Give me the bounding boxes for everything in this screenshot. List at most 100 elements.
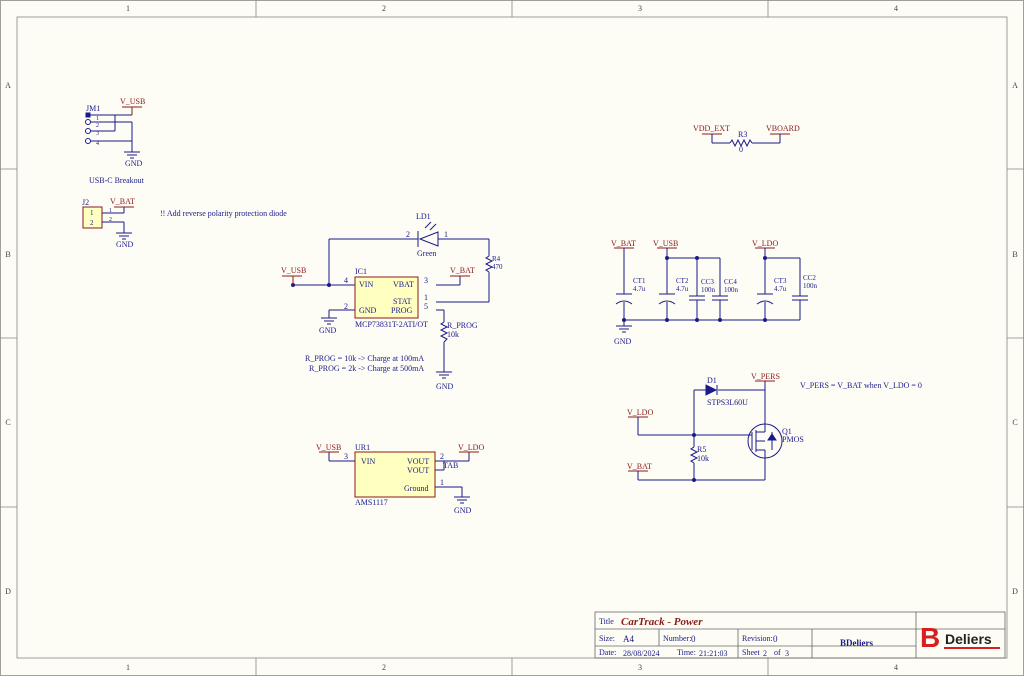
prog-notes: R_PROG = 10k -> Charge at 100mA R_PROG =… (305, 354, 424, 373)
pmos-icon (747, 423, 783, 459)
pers-vldo-label: V_LDO (627, 408, 653, 417)
total-value: 3 (785, 649, 789, 658)
ct2-value: 4.7u (676, 285, 689, 293)
ur1-vusb-label: V_USB (316, 443, 341, 452)
ic1-gnd-label2: GND (319, 326, 337, 335)
col-label-top: 4 (894, 4, 898, 13)
prog-note-2: R_PROG = 2k -> Charge at 500mA (309, 364, 424, 373)
sheet-title: CarTrack - Power (621, 616, 703, 628)
resistor-icon (484, 255, 494, 273)
j2-pin: 2 (109, 217, 112, 223)
resistor-icon (689, 446, 699, 464)
persistence-switch: V_PERS V_LDO V_BAT (627, 372, 804, 482)
ur1-pin-vout: VOUT (407, 466, 429, 475)
ct1-value: 4.7u (633, 285, 646, 293)
ic1-charger: V_USB V_BAT GND GND IC1 VIN VBAT STAT GN… (281, 212, 503, 391)
r3-bridge: VDD_EXT VBOARD R3 0 (693, 124, 800, 154)
j2-vbat-label: V_BAT (110, 197, 135, 206)
jm1-vusb-label: V_USB (120, 97, 145, 106)
ic1-ref: IC1 (355, 267, 367, 276)
ic1-part: MCP73831T-2ATI/OT (355, 320, 428, 329)
ur1-regulator: V_USB V_LDO UR1 VIN VOUT VOUT Ground AMS… (316, 443, 484, 515)
row-label-right: C (1012, 418, 1017, 427)
row-label-right: D (1012, 587, 1018, 596)
cc3-value: 100n (701, 286, 716, 294)
ur1-pin-num: 1 (440, 478, 444, 487)
jm1-pin: 2 (96, 123, 99, 129)
col-label-top: 2 (382, 4, 386, 13)
row-label-right: A (1012, 81, 1018, 90)
resistor-icon (729, 138, 753, 148)
r4-value: 470 (492, 263, 503, 271)
cc2-value: 100n (803, 282, 818, 290)
j2-gnd-label: GND (116, 240, 134, 249)
ur1-ref: UR1 (355, 443, 370, 452)
ic1-pin-vin: VIN (359, 280, 373, 289)
col-label-bottom: 4 (894, 663, 898, 672)
vdd-ext-label: VDD_EXT (693, 124, 730, 133)
pers-vpers-label: V_PERS (751, 372, 780, 381)
ct3-value: 4.7u (774, 285, 787, 293)
title-label: Title (599, 617, 614, 626)
ur1-pin-vout: VOUT (407, 457, 429, 466)
number-label: Number: (663, 634, 691, 643)
ld1-pin: 2 (406, 230, 410, 239)
col-label-bottom: 2 (382, 663, 386, 672)
cc4-value: 100n (724, 286, 739, 294)
jm1-pin: 4 (96, 141, 99, 147)
row-label-right: B (1012, 250, 1017, 259)
q1-ref: Q1 (782, 427, 792, 436)
d1-ref: D1 (707, 376, 717, 385)
size-label: Size: (599, 634, 615, 643)
j2-ref: J2 (82, 198, 89, 207)
ur1-gnd-label: GND (454, 506, 472, 515)
size-value: A4 (623, 634, 634, 644)
logo-text: Deliers (945, 631, 992, 647)
date-label: Date: (599, 648, 616, 657)
row-label-left: C (5, 418, 10, 427)
ur1-vldo-label: V_LDO (458, 443, 484, 452)
ic1-pin-num: 4 (344, 276, 348, 285)
reverse-polarity-note: !! Add reverse polarity protection diode (160, 209, 287, 218)
ur1-pin-num: TAB (443, 461, 458, 470)
col-label-bottom: 1 (126, 663, 130, 672)
j2-pin: 2 (90, 219, 94, 227)
resistor-icon (439, 321, 449, 343)
ur1-pin-vin: VIN (361, 457, 375, 466)
cc3-ref: CC3 (701, 278, 714, 286)
r4-ref: R4 (492, 255, 501, 263)
frame-labels: 1 2 3 4 1 2 3 4 A B C D A B C D (5, 4, 1018, 672)
ic1-pin-num: 5 (424, 302, 428, 311)
jm1-pin: 1 (96, 116, 99, 122)
prog-note-1: R_PROG = 10k -> Charge at 100mA (305, 354, 424, 363)
ic1-pin-gnd: GND (359, 306, 377, 315)
q1-value: PMOS (782, 435, 804, 444)
cap-vbat-label: V_BAT (611, 239, 636, 248)
title-block: Title Size: Number: Revision: Date: Time… (594, 611, 1006, 659)
capacitor-bank: V_BAT V_USB V_LDO (611, 239, 818, 346)
sheet-value: 2 (763, 649, 767, 658)
rprog-ref: R_PROG (447, 321, 478, 330)
date-value: 28/08/2024 (623, 649, 659, 658)
of-label: of (774, 648, 781, 657)
r5-ref: R5 (697, 445, 706, 454)
j2-connector: J2 1 2 V_BAT 1 2 GND (82, 197, 135, 249)
ic1-pin-num: 3 (424, 276, 428, 285)
ct3-ref: CT3 (774, 277, 787, 285)
j2-pin: 1 (109, 208, 112, 214)
pers-vbat-label: V_BAT (627, 462, 652, 471)
col-label-bottom: 3 (638, 663, 642, 672)
ic1-pin-num: 1 (424, 293, 428, 302)
ur1-pin-ground: Ground (404, 484, 428, 493)
time-label: Time: (677, 648, 696, 657)
cap-gnd-label: GND (614, 337, 632, 346)
ct2-ref: CT2 (676, 277, 689, 285)
bdeliers-logo: B Deliers (920, 622, 1000, 653)
jm1-ref: JM1 (86, 104, 100, 113)
jm1-pin: 3 (96, 131, 99, 137)
cap-vldo-label: V_LDO (752, 239, 778, 248)
vpers-note: V_PERS = V_BAT when V_LDO = 0 (800, 381, 922, 390)
ct1-ref: CT1 (633, 277, 646, 285)
